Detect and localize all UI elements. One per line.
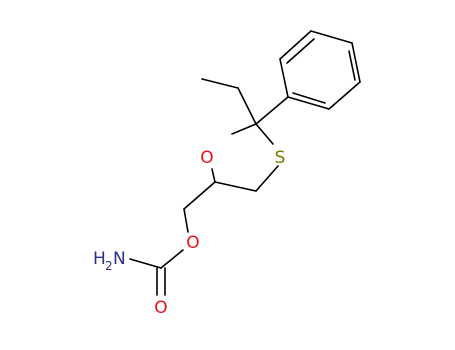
amine-h: H: [93, 249, 106, 269]
bond-ethyl-ch2: [237, 87, 257, 125]
amine-n: N: [113, 249, 126, 269]
bond-c2-phenyl: [255, 96, 289, 125]
bond-c5-ch2: [183, 181, 216, 210]
atom-oxygen-ring: O: [200, 148, 213, 168]
oxathiolane-ring: [211, 123, 279, 192]
bond-carbonyl-n: [129, 258, 162, 269]
phenyl-ring: [279, 30, 361, 110]
atom-oxygen-ester: O: [186, 233, 199, 253]
amine-subscript: 2: [105, 259, 113, 273]
atom-amine: H 2 N: [93, 249, 126, 273]
bond-ch2-oester: [183, 208, 189, 233]
bond-ethyl-ch3: [201, 78, 239, 89]
bond-oester-carbonyl: [160, 249, 184, 269]
atom-sulfur: S: [275, 148, 286, 168]
atom-oxygen-carbonyl: O: [154, 298, 167, 318]
